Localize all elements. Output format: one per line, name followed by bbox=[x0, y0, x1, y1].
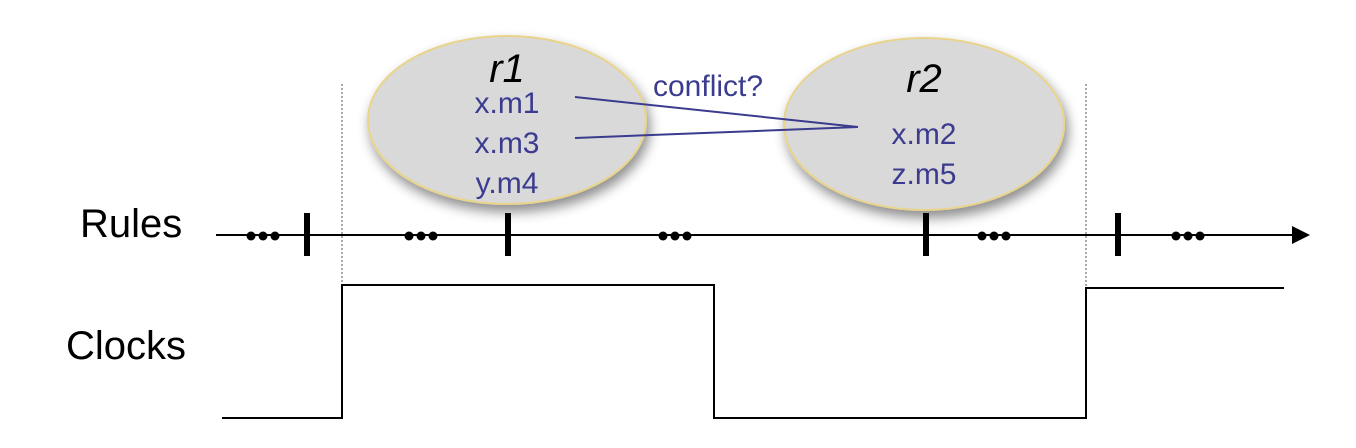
rule-r1-method-3: y.m4 bbox=[476, 167, 539, 200]
timeline-arrowhead bbox=[1292, 226, 1310, 244]
ellipsis-dots bbox=[658, 231, 692, 241]
ellipsis-dots bbox=[977, 231, 1011, 241]
rule-r2-method-1: x.m2 bbox=[891, 118, 956, 151]
rule-r1-method-1: x.m1 bbox=[474, 87, 539, 120]
rule-r2-method-2: z.m5 bbox=[891, 158, 956, 191]
rule-r1-bubble: r1 x.m1 x.m3 y.m4 bbox=[367, 35, 647, 205]
rule-r2-bubble: r2 x.m2 z.m5 bbox=[783, 37, 1065, 211]
rule-r2-name: r2 bbox=[906, 57, 942, 101]
rules-row-label: Rules bbox=[80, 202, 183, 246]
clocks-row-label: Clocks bbox=[66, 324, 187, 368]
conflict-line-1 bbox=[574, 96, 859, 128]
rule-r1-ellipse bbox=[367, 35, 647, 205]
rule-r1-method-2: x.m3 bbox=[474, 127, 539, 160]
conflict-label: conflict? bbox=[653, 70, 763, 103]
rule-r1-name: r1 bbox=[489, 47, 525, 91]
ellipsis-dots bbox=[404, 231, 438, 241]
ellipsis-dots bbox=[1171, 231, 1205, 241]
ellipsis-dots bbox=[246, 231, 280, 241]
conflict-line-2 bbox=[574, 126, 859, 139]
clock-waveform bbox=[222, 284, 1284, 419]
rule-r2-ellipse bbox=[783, 37, 1065, 211]
